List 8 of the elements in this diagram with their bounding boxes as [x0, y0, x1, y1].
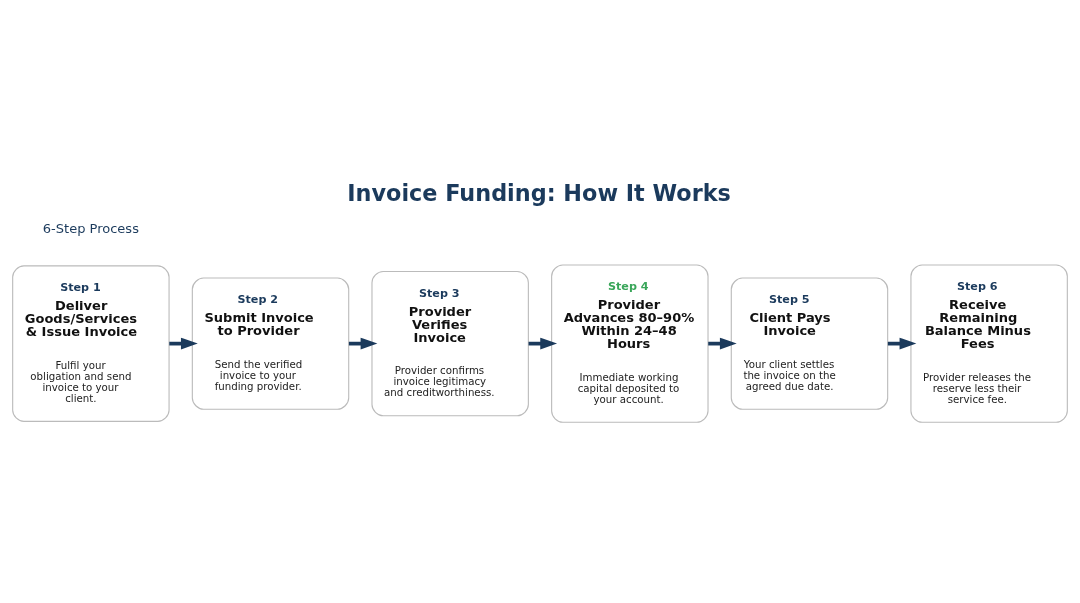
node-box: Step 4 Provider Advances 80–90% Within 24–48 Hours Immediate working capital deposited to your account.	[551, 264, 709, 423]
node-box: Step 2 Submit Invoice to Provider Send the verified invoice to your funding provider.	[191, 277, 350, 410]
label: 6-Step Process	[42, 220, 139, 236]
diagram-title: Invoice Funding: How It Works	[347, 180, 731, 207]
node-box: Step 3 Provider Verifies Invoice Provider confirms invoice legitimacy and creditworthiness.	[371, 270, 529, 417]
node-box: Step 6 Receive Remaining Balance Minus Fees Provider releases the reserve less their service fee.	[910, 264, 1068, 423]
node-box: Step 5 Client Pays Invoice Your client settles the invoice on the agreed due date.	[730, 277, 889, 410]
node-box: Step 1 Deliver Goods/Services & Issue Invoice Fulfil your obligation and send invoice to your client.	[12, 265, 170, 422]
